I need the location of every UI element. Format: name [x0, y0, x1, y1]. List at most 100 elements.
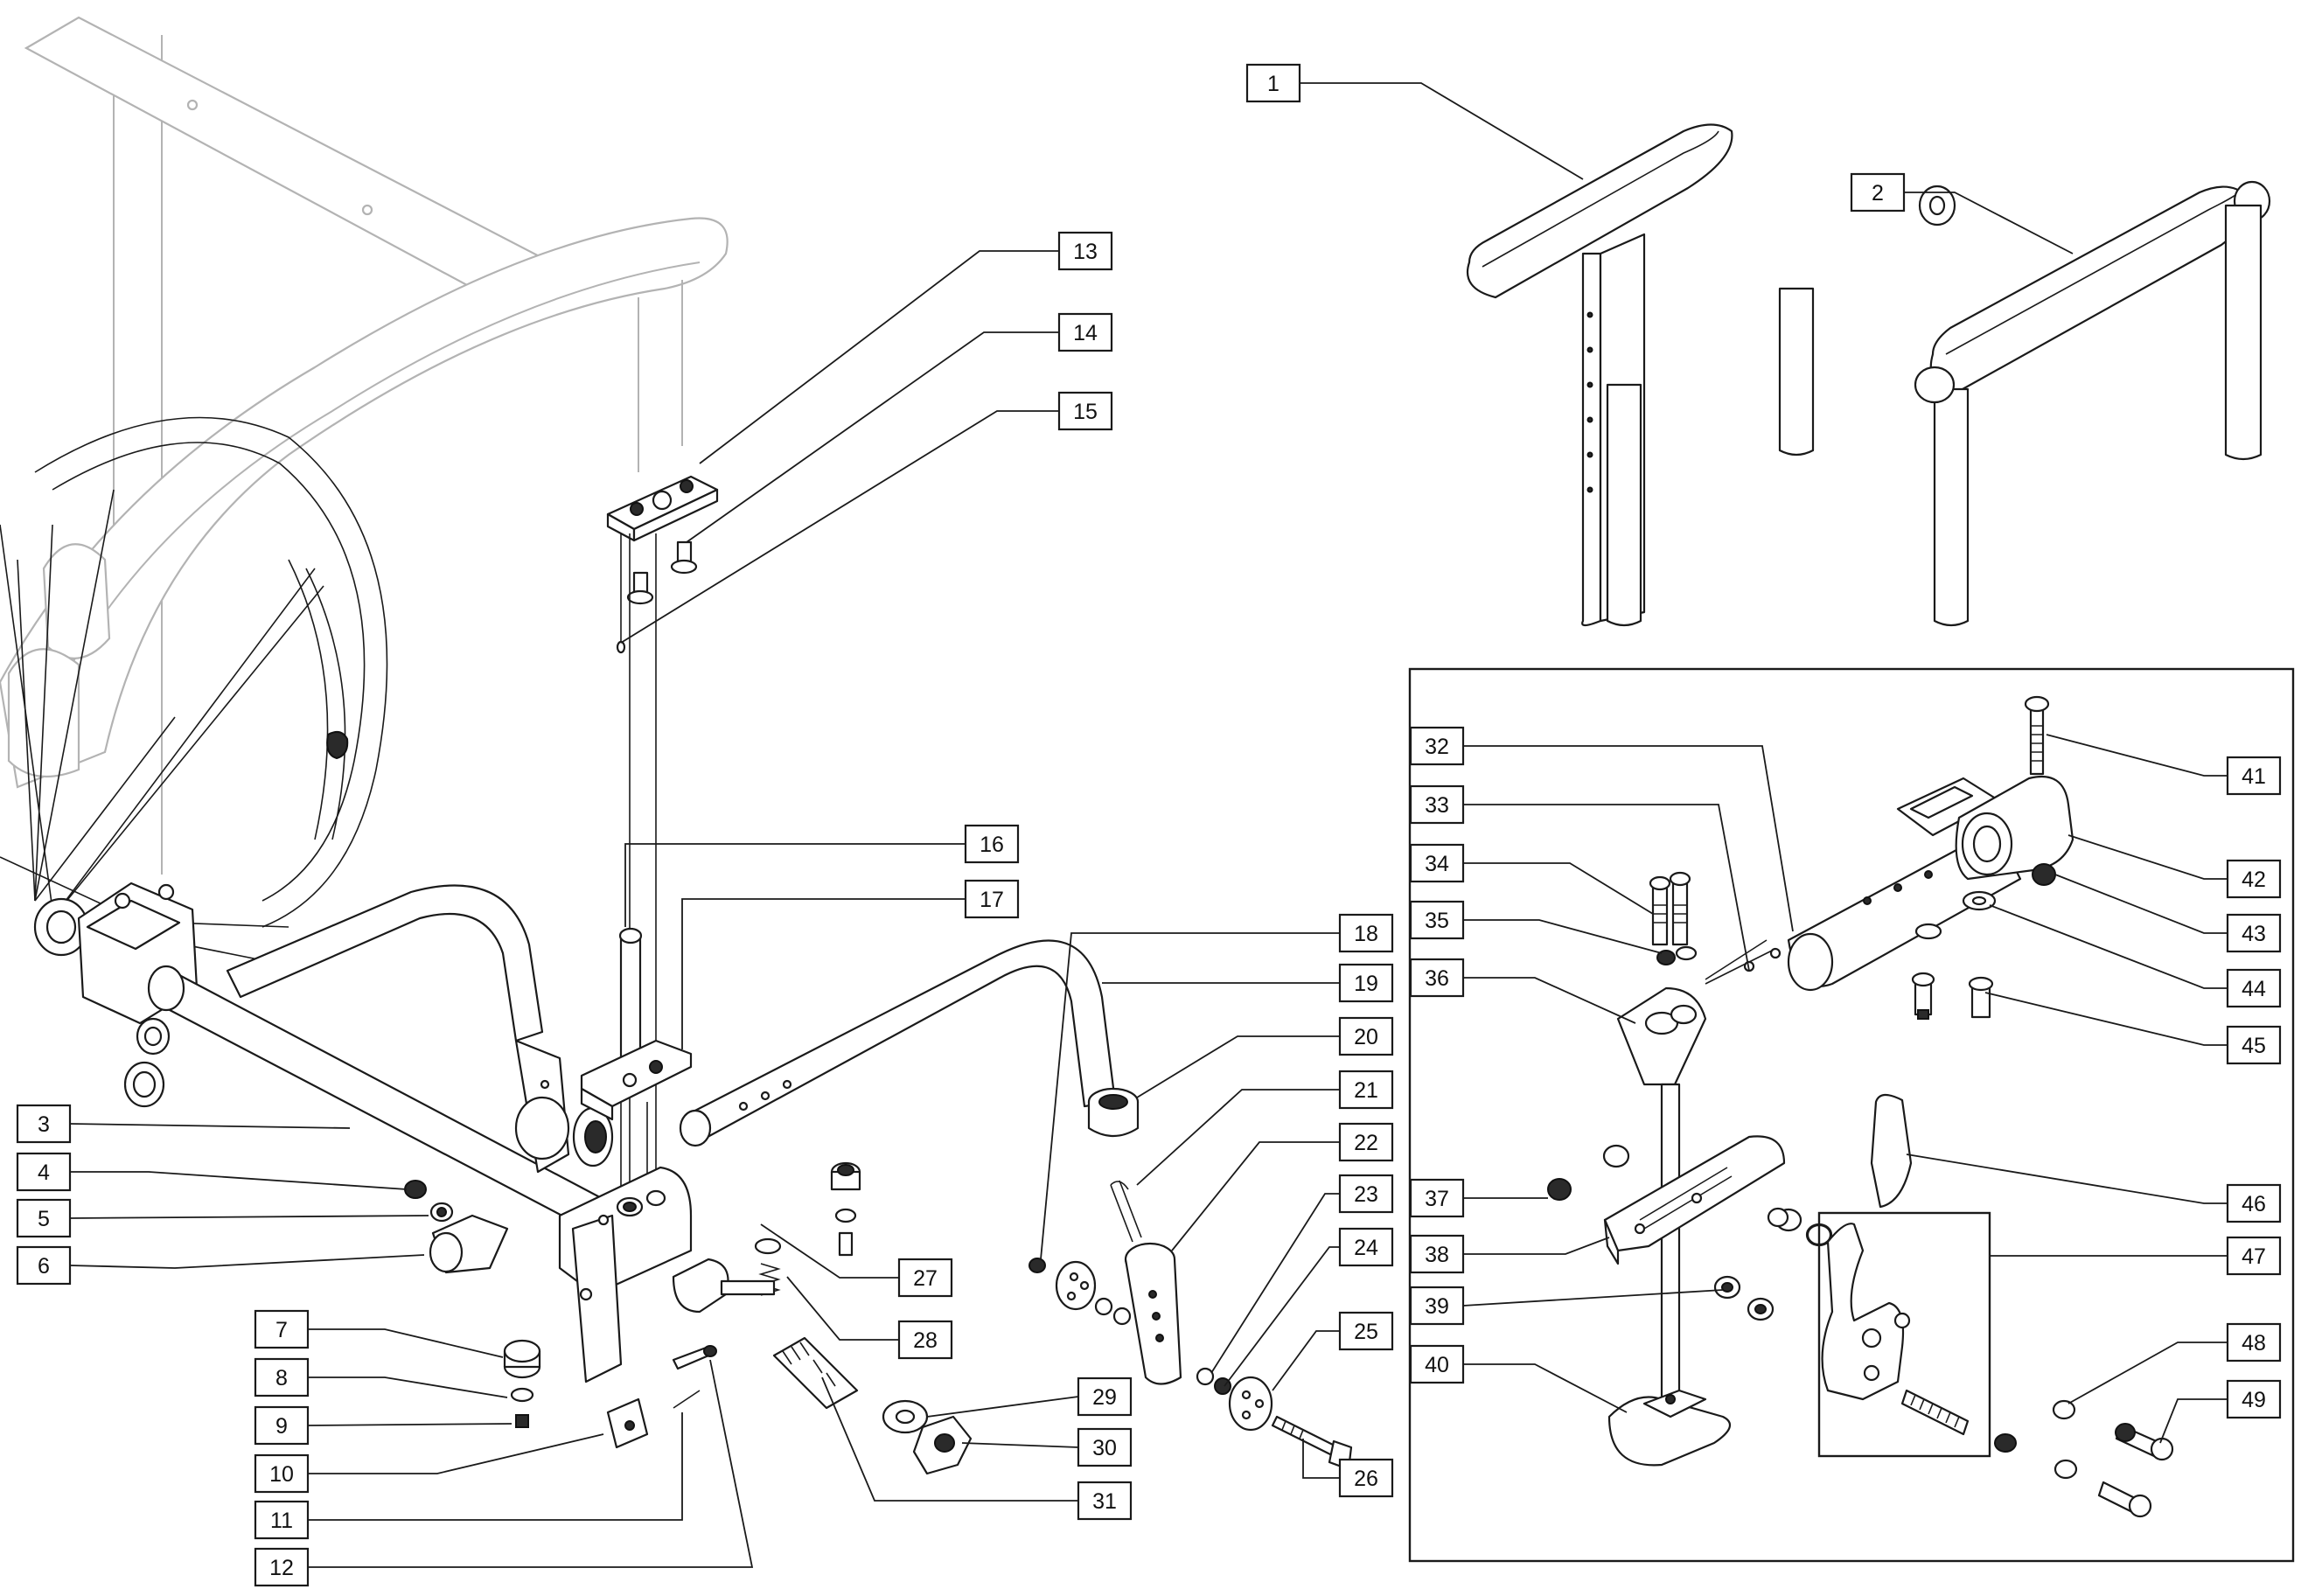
callout-number: 9 [275, 1414, 288, 1439]
callout-box [2226, 913, 2282, 953]
callout-number: 44 [2242, 977, 2266, 1001]
callout-box [1409, 900, 1465, 940]
callout-box [1077, 1427, 1133, 1467]
callout-6: 6 [16, 1245, 72, 1286]
callout-box [2226, 756, 2282, 796]
callout-number: 22 [1354, 1131, 1378, 1155]
callout-number: 1 [1267, 72, 1279, 96]
leader-line-22 [1171, 1141, 1340, 1251]
caster-wheel [1028, 1258, 1353, 1471]
callout-number: 32 [1425, 735, 1449, 759]
armrest-1 [1466, 123, 1733, 627]
callout-box [1338, 1016, 1394, 1056]
callout-22: 22 [1338, 1122, 1394, 1162]
callout-box [1338, 1311, 1394, 1351]
leader-line-10 [308, 1433, 604, 1474]
callout-number: 33 [1425, 793, 1449, 818]
callout-number: 26 [1354, 1467, 1378, 1491]
callout-box [897, 1258, 953, 1298]
spring-stack [754, 1161, 861, 1296]
leader-line-34 [1463, 862, 1654, 915]
leader-line-12 [308, 1359, 754, 1568]
leader-line-4 [70, 1171, 408, 1190]
callout-box [1409, 1286, 1465, 1326]
callout-labels: 1234567891011121314151617181920212223242… [16, 63, 2282, 1587]
callout-number: 16 [980, 833, 1004, 857]
callout-number: 8 [275, 1366, 288, 1390]
callout-number: 15 [1073, 400, 1098, 424]
callout-number: 29 [1092, 1385, 1117, 1410]
leader-line-42 [2067, 834, 2228, 880]
ghost-frame [0, 16, 729, 875]
callout-box [254, 1500, 310, 1540]
callout-box [1077, 1376, 1133, 1417]
callout-number: 20 [1354, 1025, 1378, 1049]
top-bracket-group [606, 475, 719, 1259]
leader-line-14 [686, 331, 1059, 543]
callout-45: 45 [2226, 1025, 2282, 1065]
callout-box [1077, 1481, 1133, 1521]
leader-line-35 [1463, 919, 1663, 954]
callout-box [1338, 913, 1394, 953]
callout-19: 19 [1338, 963, 1394, 1003]
callout-box [2226, 968, 2282, 1008]
callout-number: 37 [1425, 1187, 1449, 1211]
leader-line-3 [69, 1123, 351, 1129]
callout-10: 10 [254, 1453, 310, 1494]
leader-line-33 [1463, 804, 1750, 972]
leader-line-30 [961, 1442, 1079, 1448]
callout-box [1057, 391, 1113, 431]
callout-box [16, 1104, 72, 1144]
callout-26: 26 [1338, 1458, 1394, 1498]
callout-44: 44 [2226, 968, 2282, 1008]
inset-tube-assembly [1787, 695, 2074, 1020]
callout-27: 27 [897, 1258, 953, 1298]
leader-line-15 [620, 410, 1059, 644]
leader-line-40 [1463, 1363, 1628, 1413]
leader-line-23 [1210, 1193, 1340, 1374]
callout-23: 23 [1338, 1174, 1394, 1214]
leader-lines [69, 82, 2228, 1568]
leader-line-21 [1136, 1089, 1340, 1186]
callout-15: 15 [1057, 391, 1113, 431]
leader-line-20 [1136, 1035, 1340, 1098]
callout-number: 40 [1425, 1353, 1449, 1377]
leader-line-25 [1272, 1330, 1340, 1391]
leader-line-24 [1224, 1246, 1340, 1387]
callout-box [16, 1198, 72, 1238]
callout-38: 38 [1409, 1234, 1465, 1274]
callout-box [2226, 859, 2282, 899]
callout-number: 31 [1092, 1489, 1117, 1514]
callout-box [1338, 1174, 1394, 1214]
callout-7: 7 [254, 1309, 310, 1349]
callout-number: 21 [1354, 1078, 1378, 1103]
threaded-sleeve [672, 1258, 973, 1475]
callout-box [1338, 1122, 1394, 1162]
leader-line-17 [681, 898, 966, 1049]
detail-inset-frame [1408, 667, 2295, 1563]
callout-number: 36 [1425, 966, 1449, 991]
callout-box [1338, 1070, 1394, 1110]
callout-number: 34 [1425, 852, 1449, 876]
callout-box [1338, 1458, 1394, 1498]
leader-line-45 [1984, 992, 2228, 1046]
callout-number: 14 [1073, 321, 1098, 345]
callout-box [254, 1453, 310, 1494]
callout-number: 39 [1425, 1294, 1449, 1319]
callout-number: 43 [2242, 922, 2266, 946]
callout-box [1245, 63, 1301, 103]
callout-number: 3 [38, 1112, 50, 1137]
leader-line-41 [2046, 734, 2228, 777]
callout-number: 11 [270, 1509, 293, 1533]
leader-line-27 [760, 1223, 899, 1279]
leader-line-6 [69, 1254, 425, 1269]
callout-30: 30 [1077, 1427, 1133, 1467]
callout-33: 33 [1409, 784, 1465, 825]
callout-box [897, 1320, 953, 1360]
pin-and-bracket [580, 927, 693, 1216]
callout-number: 27 [913, 1266, 938, 1291]
leader-line-49 [2159, 1398, 2228, 1444]
callout-47: 47 [2226, 1236, 2282, 1276]
callout-8: 8 [254, 1357, 310, 1397]
inset-clamp-assembly [1547, 871, 1833, 1467]
